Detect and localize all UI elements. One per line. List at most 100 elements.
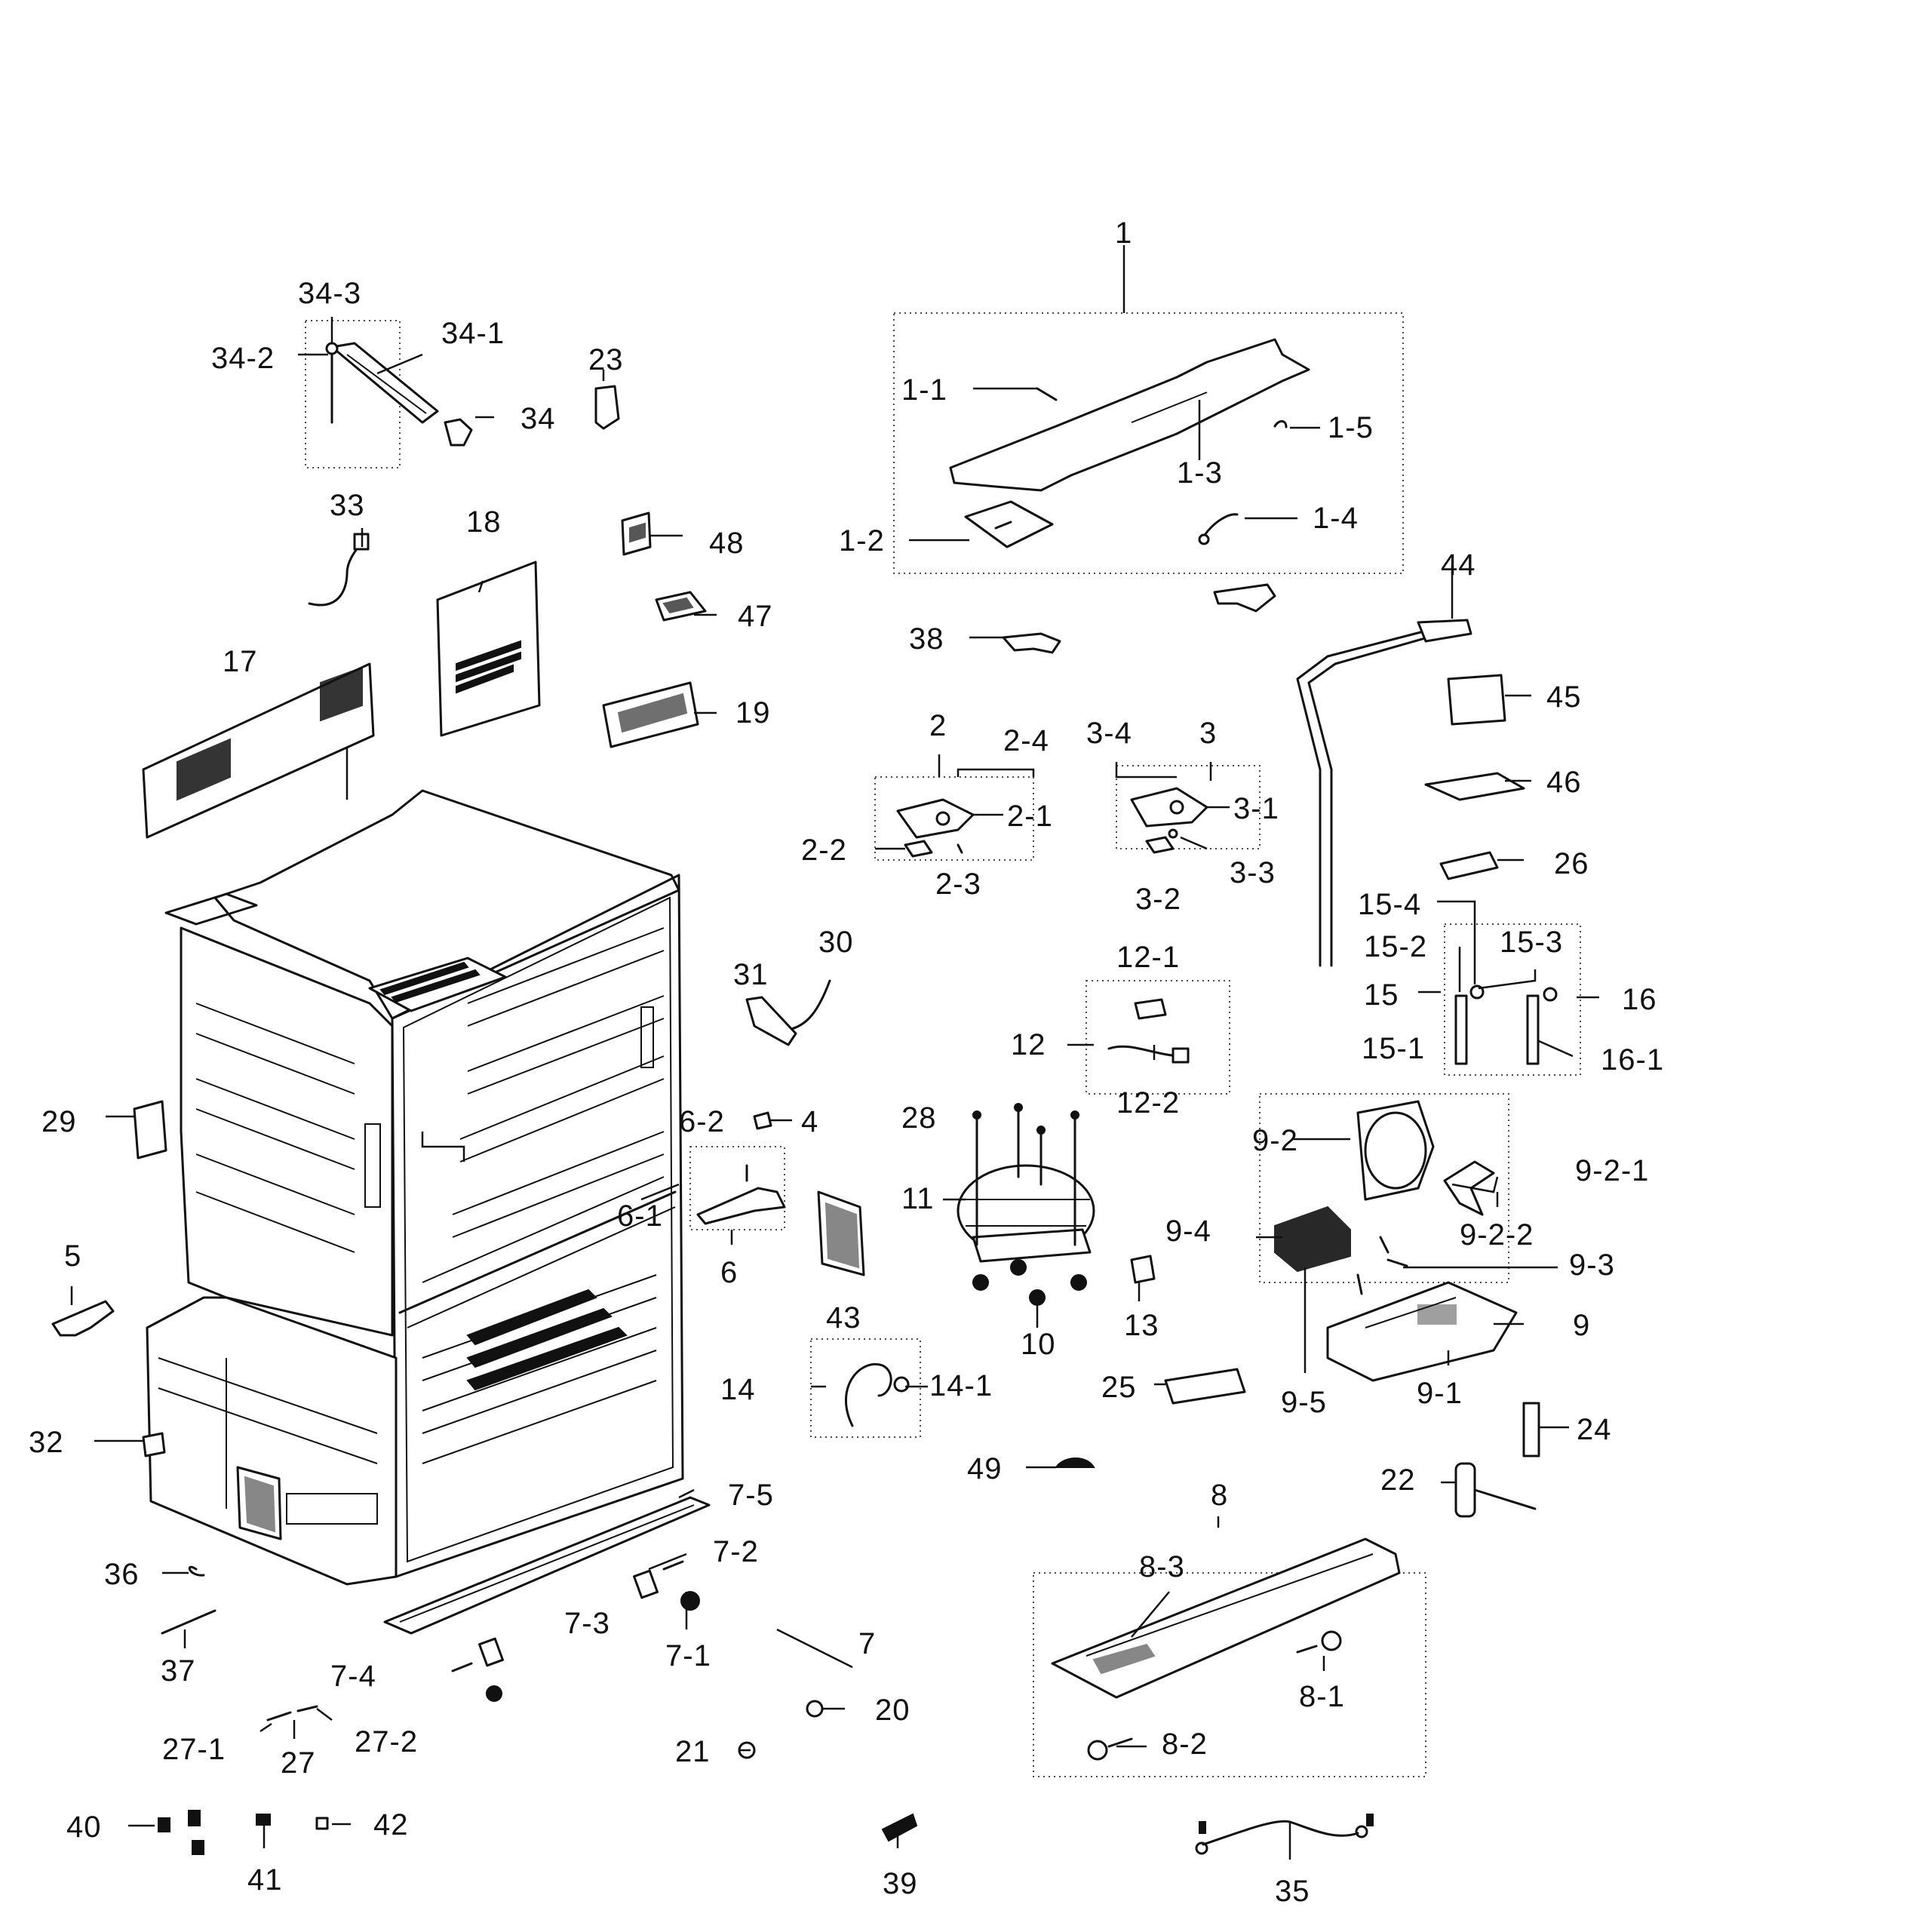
label-9-5: 9-5: [1281, 1386, 1327, 1419]
label-32: 32: [29, 1426, 64, 1459]
part-14-wire: [810, 1338, 921, 1438]
label-1-4: 1-4: [1313, 502, 1359, 535]
cabinet-body: [146, 789, 684, 1586]
label-6-1: 6-1: [617, 1199, 663, 1233]
part-2-hinge: [874, 776, 1034, 861]
label-10: 10: [1021, 1328, 1056, 1361]
part-7-rail: [383, 1496, 711, 1702]
label-9-4: 9-4: [1165, 1215, 1211, 1248]
label-7-4: 7-4: [330, 1660, 376, 1693]
part-27: [266, 1705, 318, 1722]
label-35: 35: [1275, 1875, 1310, 1908]
label-2: 2: [929, 709, 947, 742]
label-43: 43: [826, 1301, 861, 1335]
label-36: 36: [104, 1558, 140, 1591]
part-24: [1522, 1402, 1540, 1457]
label-17: 17: [223, 645, 258, 678]
part-15-16-pipes: [1444, 923, 1581, 1076]
part-36: [188, 1565, 205, 1577]
pcb-parts: [602, 511, 707, 748]
label-8: 8: [1211, 1479, 1228, 1512]
part-22-drier: [1454, 1462, 1537, 1518]
part-49: [1055, 1457, 1095, 1468]
label-9-2-2: 9-2-2: [1460, 1218, 1534, 1252]
label-20: 20: [875, 1694, 910, 1727]
label-15-4: 15-4: [1358, 888, 1421, 921]
label-14: 14: [720, 1373, 756, 1406]
part-3-hinge: [1116, 765, 1261, 854]
label-1-3: 1-3: [1177, 456, 1223, 490]
part-6-bracket: [689, 1146, 786, 1230]
part-45: [1447, 674, 1506, 726]
label-1-2: 1-2: [839, 524, 885, 557]
label-44: 44: [1441, 548, 1476, 582]
label-13: 13: [1124, 1309, 1159, 1342]
small-clips: [158, 1810, 329, 1855]
label-42: 42: [373, 1808, 409, 1841]
part-46: [1424, 772, 1525, 801]
part-23: [594, 385, 620, 430]
label-38: 38: [909, 622, 944, 656]
part-33-power-cord: [308, 533, 370, 607]
label-3: 3: [1199, 717, 1217, 750]
part-30-wire: [787, 979, 831, 1031]
label-9: 9: [1573, 1309, 1590, 1342]
part-13: [1130, 1255, 1156, 1284]
label-5: 5: [64, 1239, 81, 1273]
label-8-2: 8-2: [1162, 1728, 1208, 1761]
part-43-grille: [817, 1190, 865, 1276]
label-37: 37: [161, 1654, 196, 1688]
part-39: [881, 1813, 918, 1842]
label-34-2: 34-2: [211, 342, 275, 375]
label-7-5: 7-5: [728, 1479, 774, 1512]
part-35-harness: [1195, 1814, 1374, 1855]
part-labels: 1 1-1 1-2 1-3 1-4 1-5 2 2-1 2-2 2-3 2-4 …: [29, 217, 1664, 1908]
label-2-1: 2-1: [1007, 800, 1053, 833]
label-28: 28: [901, 1101, 937, 1135]
label-15-1: 15-1: [1362, 1032, 1425, 1065]
part-8-base-plate: [1033, 1537, 1426, 1777]
label-8-1: 8-1: [1299, 1680, 1345, 1713]
label-18: 18: [466, 505, 502, 539]
label-9-2: 9-2: [1252, 1124, 1298, 1157]
label-3-2: 3-2: [1135, 883, 1181, 916]
label-2-3: 2-3: [935, 868, 981, 901]
label-6-2: 6-2: [679, 1105, 725, 1138]
label-40: 40: [66, 1811, 102, 1844]
label-23: 23: [588, 343, 624, 376]
label-27-1: 27-1: [162, 1733, 226, 1766]
label-1-1: 1-1: [901, 373, 947, 407]
label-7-1: 7-1: [665, 1639, 711, 1672]
part-4: [753, 1111, 772, 1130]
label-21: 21: [675, 1735, 711, 1768]
part-38: [1002, 632, 1061, 654]
label-12-1: 12-1: [1116, 941, 1180, 974]
label-16-1: 16-1: [1601, 1043, 1664, 1077]
label-1-5: 1-5: [1328, 411, 1374, 444]
label-11: 11: [901, 1182, 935, 1215]
label-34-1: 34-1: [441, 317, 505, 350]
label-39: 39: [883, 1867, 918, 1900]
part-29: [133, 1100, 167, 1160]
label-8-3: 8-3: [1139, 1550, 1185, 1583]
label-26: 26: [1554, 847, 1589, 880]
label-7: 7: [858, 1627, 876, 1660]
label-27: 27: [281, 1746, 316, 1780]
label-48: 48: [709, 527, 745, 560]
label-2-2: 2-2: [801, 834, 847, 867]
part-5: [51, 1300, 115, 1337]
label-7-2: 7-2: [713, 1535, 759, 1568]
label-3-4: 3-4: [1086, 717, 1132, 750]
part-25: [1164, 1368, 1246, 1405]
part-12-harness: [1086, 980, 1230, 1095]
part-1-top-plate: [893, 312, 1404, 613]
label-41: 41: [247, 1863, 283, 1897]
part-44-water-tube: [1296, 619, 1472, 967]
label-46: 46: [1546, 766, 1582, 799]
part-11-compressor: [957, 1103, 1095, 1306]
label-3-3: 3-3: [1230, 856, 1276, 889]
label-12: 12: [1011, 1028, 1046, 1061]
label-2-4: 2-4: [1003, 724, 1049, 757]
label-27-2: 27-2: [355, 1725, 418, 1758]
